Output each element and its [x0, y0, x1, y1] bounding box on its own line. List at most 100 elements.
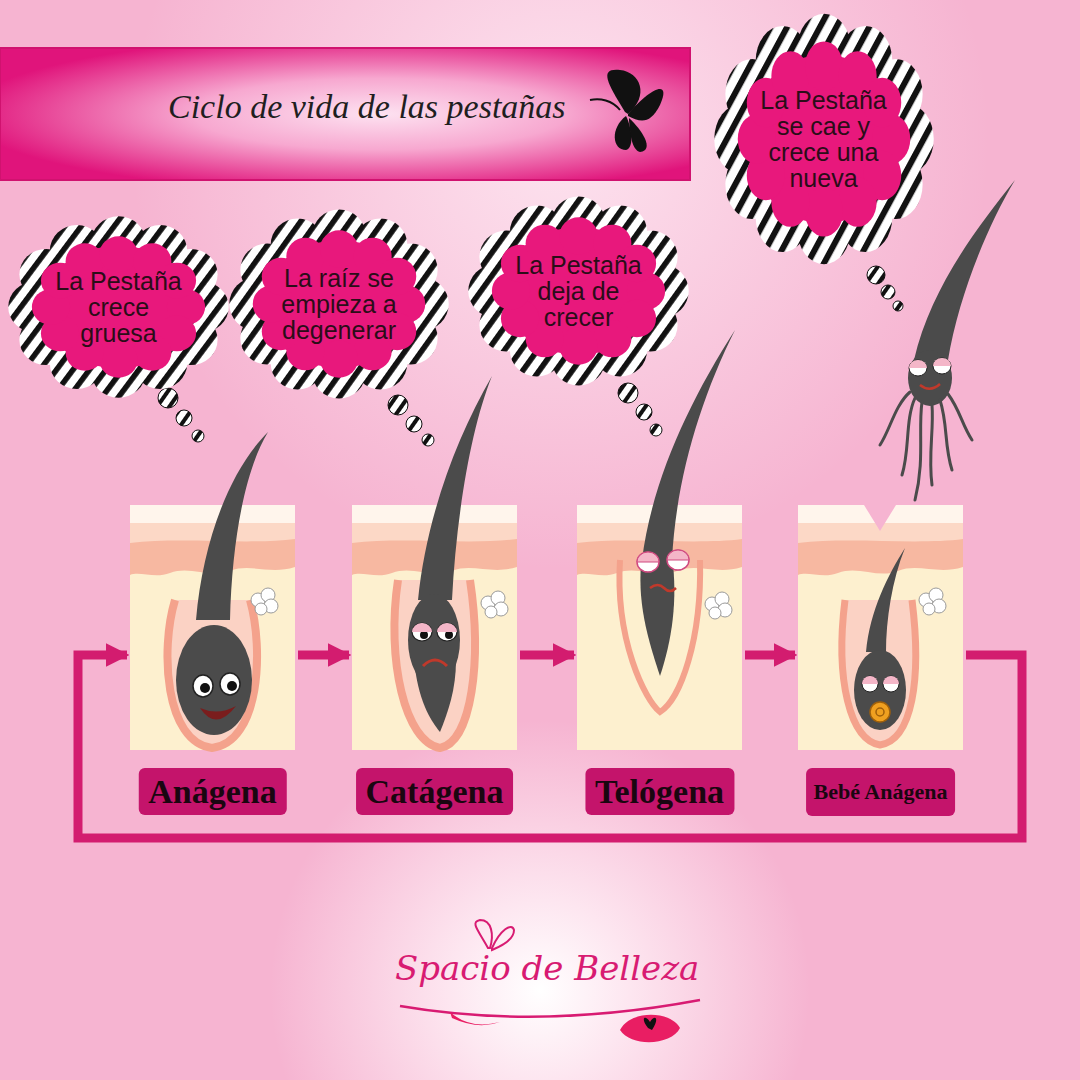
lash-telogen [642, 330, 735, 560]
stage-panel: Catágena [352, 505, 517, 750]
thought-trails [388, 395, 408, 415]
lash-falling [880, 392, 972, 500]
bubble-text: La raíz se empieza a degenerar [269, 265, 409, 344]
cycle-arrow [78, 655, 1022, 838]
lash-anagen [196, 432, 268, 620]
stage-label: Telógena [585, 768, 734, 815]
lash-catagen [394, 376, 508, 748]
header-band [0, 48, 690, 180]
butterfly-icon [590, 70, 663, 152]
skin-panel [864, 505, 896, 531]
cycle-arrow [298, 651, 349, 660]
lash-anagen [200, 683, 210, 693]
lash-catagen [437, 623, 457, 641]
logo-art [450, 1012, 500, 1025]
thought-bubble: La Pestaña se cae y crece una nueva [712, 8, 936, 270]
cycle-arrow [745, 651, 795, 660]
thought-trails [893, 301, 903, 311]
bubble-text: La Pestaña deja de crecer [509, 252, 649, 331]
lash-telogen [637, 552, 659, 562]
lash-falling [933, 358, 951, 374]
logo-art [644, 1018, 656, 1030]
lash-anagen [227, 681, 237, 691]
lash-new-growth [842, 548, 946, 745]
cloud-fill [559, 327, 597, 364]
thought-bubble: La Pestaña deja de crecer [466, 192, 691, 390]
lash-telogen [640, 556, 674, 676]
cloud-fill [320, 230, 358, 267]
stage-panel: Anágena [130, 505, 295, 750]
cloud-fill [99, 342, 137, 378]
lash-falling [933, 358, 951, 366]
bubble-text: La Pestaña se cae y crece una nueva [754, 87, 894, 192]
thought-trails [618, 383, 638, 403]
lash-new-growth [883, 676, 899, 692]
title: Ciclo de vida de las pestañas [168, 88, 566, 126]
lash-anagen [220, 673, 240, 695]
cloud-fill [804, 41, 842, 90]
cloud-zebra-rim [229, 209, 449, 398]
butterfly-icon [590, 99, 620, 110]
lash-catagen [420, 631, 428, 639]
thought-trails [422, 434, 434, 446]
lash-anagen [200, 706, 236, 720]
lash-catagen [418, 376, 492, 600]
lash-new-growth [876, 708, 884, 716]
thought-trails [867, 266, 885, 284]
cloud-fill [804, 187, 842, 236]
lash-falling [915, 402, 922, 500]
lash-anagen [193, 675, 213, 697]
lash-catagen [394, 580, 475, 748]
lash-anagen [167, 432, 278, 748]
skin-panel [130, 505, 295, 525]
lash-new-growth [883, 676, 899, 684]
brand-logo-text: Spacio de Belleza [395, 948, 699, 988]
cloud-fill [253, 230, 425, 377]
lash-anagen [176, 625, 252, 735]
lash-catagen [412, 623, 432, 632]
lash-catagen [437, 623, 457, 632]
thought-trails [881, 285, 895, 299]
thought-trails [406, 416, 422, 432]
thought-bubble: La raíz se empieza a degenerar [227, 205, 451, 403]
logo-art [492, 927, 514, 950]
logo-art [620, 1015, 680, 1042]
lash-anagen [255, 603, 267, 615]
cloud-zebra-rim [714, 14, 934, 264]
skin-panel [798, 505, 963, 750]
thought-bubble: La Pestaña crece gruesa [6, 212, 231, 402]
lash-new-growth [862, 676, 878, 692]
lash-telogen [705, 592, 732, 619]
stage-label: Anágena [138, 768, 286, 815]
cloud-fill [32, 236, 205, 377]
lash-falling [909, 360, 927, 376]
lash-telogen [667, 550, 689, 560]
cloud-fill [737, 41, 909, 236]
skin-panel [798, 523, 963, 575]
thought-trails [176, 410, 192, 426]
cycle-arrow [520, 651, 574, 660]
stage-panel: Bebé Anágena [798, 505, 963, 750]
lash-falling [902, 398, 915, 475]
lash-new-growth [862, 676, 878, 684]
butterfly-icon [628, 89, 663, 120]
lash-new-growth [854, 650, 906, 730]
lash-catagen [423, 660, 447, 666]
thought-trails [158, 388, 178, 408]
lash-telogen [619, 330, 735, 712]
lash-falling [880, 392, 910, 445]
lash-falling [940, 400, 952, 470]
lash-catagen [445, 631, 453, 639]
butterfly-icon [615, 116, 632, 150]
cloud-fill [320, 340, 358, 377]
header-band [0, 48, 690, 180]
lash-falling [920, 384, 940, 389]
lash-telogen [637, 552, 659, 572]
thought-trails [192, 430, 204, 442]
skin-panel [798, 505, 963, 750]
lash-telogen [650, 585, 676, 591]
stage-label: Catágena [356, 768, 514, 815]
thought-trails [650, 424, 662, 436]
butterfly-icon [629, 118, 647, 152]
lash-anagen [167, 600, 257, 748]
